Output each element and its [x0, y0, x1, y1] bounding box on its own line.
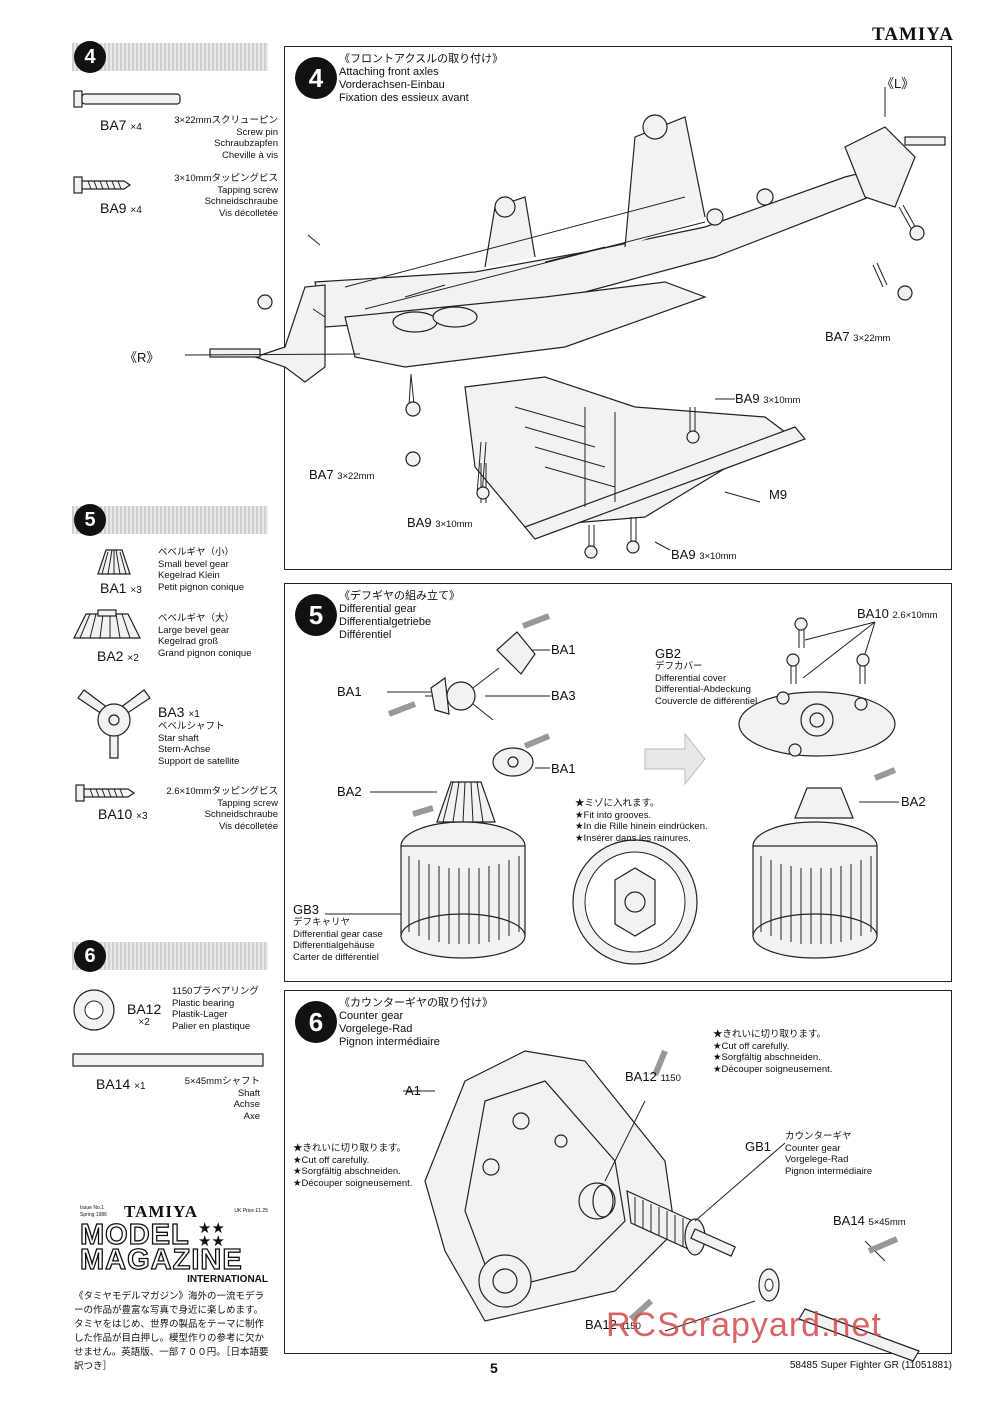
ba1-label-left: BA1 — [337, 684, 362, 699]
plastic-bearing-icon — [73, 989, 115, 1031]
ba7-callout-bottom: BA7 3×22mm — [309, 467, 375, 482]
step6-title: 《カウンターギヤの取り付け》Counter gear Vorgelege-Rad… — [339, 997, 493, 1048]
star-shaft-icon — [77, 689, 151, 759]
step5-sidebar-number: 5 — [74, 504, 106, 536]
fit-grooves-note: ★ミゾに入れます。★Fit into grooves. ★In die Rill… — [575, 798, 708, 844]
ba1-label-bottom: BA1 — [551, 761, 576, 776]
ba12-part-code: BA12×2 — [127, 1001, 162, 1028]
magazine-subtitle: INTERNATIONAL — [187, 1274, 268, 1285]
page-number: 5 — [490, 1360, 498, 1376]
step6-sidebar-number: 6 — [74, 940, 106, 972]
differential-assembly-drawing — [325, 613, 899, 965]
gb1-code: GB1 — [745, 1139, 772, 1154]
left-side-label: 《L》 — [881, 76, 915, 91]
magazine-issue: Issue No.1 Spring 1986 — [80, 1205, 107, 1218]
step5-panel: 5 《デフギヤの組み立て》Differential gear Different… — [284, 583, 952, 982]
ba9-part-code: BA9 ×4 — [100, 200, 142, 216]
ba12-callout-top: BA12 1150 — [625, 1069, 681, 1084]
gb3-callout: GB3 デフキャリヤ Differential gear case Differ… — [293, 902, 383, 963]
ba2-part-code: BA2 ×2 — [97, 648, 139, 664]
ba2-label-left: BA2 — [337, 784, 362, 799]
ba7-callout-top: BA7 3×22mm — [825, 329, 891, 344]
step6-panel: 6 《カウンターギヤの取り付け》Counter gear Vorgelege-R… — [284, 990, 952, 1362]
ba1-label-top: BA1 — [551, 642, 576, 657]
cut-note-top: ★きれいに切り取ります。★Cut off carefully. ★Sorgfäl… — [713, 1029, 833, 1075]
ba10-callout: BA10 2.6×10mm — [857, 606, 938, 621]
magazine-brand-logo: TAMIYA — [124, 1202, 199, 1221]
ba10-part-code: BA10 ×3 — [98, 806, 148, 822]
step4-number: 4 — [295, 57, 337, 99]
front-suspension-assembly-drawing — [184, 87, 946, 559]
magazine-stars: ★★★★ — [198, 1220, 225, 1250]
magazine-text: 《タミヤモデルマガジン》海外の一流モデラーの作品が豊富な写真で身近に楽しめます。… — [74, 1291, 269, 1372]
brand-logo: TAMIYA — [871, 24, 954, 45]
large-bevel-gear-icon — [73, 609, 141, 639]
shaft-icon — [72, 1053, 264, 1067]
step4-title: 《フロントアクスルの取り付け》Attaching front axles Vor… — [339, 53, 504, 104]
ba1-part-code: BA1 ×3 — [100, 580, 142, 596]
tapping-screw-icon — [73, 176, 132, 194]
right-side-label-outer: 《R》 — [124, 350, 160, 365]
magazine-ad: Issue No.1 Spring 1986 TAMIYA UK Price £… — [74, 1202, 268, 1372]
step6-number: 6 — [295, 1001, 337, 1043]
counter-gear-assembly-drawing — [403, 1049, 920, 1362]
a1-callout: A1 — [405, 1083, 421, 1098]
ba12-callout-bottom: BA12 1150 — [585, 1317, 641, 1332]
small-bevel-gear-icon — [97, 549, 131, 575]
ba2-label-right: BA2 — [901, 794, 926, 809]
watermark: RCScrapyard.net — [606, 1306, 882, 1344]
gb2-callout: GB2 デフカバー Differential cover Differentia… — [655, 646, 758, 707]
tapping-screw-small-icon — [75, 784, 136, 802]
ba3-part-code: BA3 ×1 — [158, 704, 200, 720]
cut-note-left: ★きれいに切り取ります。★Cut off carefully. ★Sorgfäl… — [293, 1143, 413, 1189]
ba14-callout: BA14 5×45mm — [833, 1213, 906, 1228]
step4-sidebar-number: 4 — [74, 41, 106, 73]
step5-number: 5 — [295, 594, 337, 636]
ba14-part-code: BA14 ×1 — [96, 1076, 146, 1092]
step5-title: 《デフギヤの組み立て》Differential gear Differentia… — [339, 590, 460, 641]
screw-pin-icon — [73, 90, 181, 108]
m9-callout: M9 — [769, 487, 788, 502]
ba7-part-code: BA7 ×4 — [100, 117, 142, 133]
ba3-label: BA3 — [551, 688, 576, 703]
product-code: 58485 Super Fighter GR (11051881) — [789, 1360, 952, 1371]
ba9-callout-mid: BA9 3×10mm — [735, 391, 801, 406]
step4-panel: 4 《フロントアクスルの取り付け》Attaching front axles V… — [184, 46, 952, 570]
ba9-callout-bottom: BA9 3×10mm — [671, 547, 737, 562]
ba9-callout-left: BA9 3×10mm — [407, 515, 473, 530]
magazine-price: UK Price £1.25 — [234, 1208, 268, 1214]
